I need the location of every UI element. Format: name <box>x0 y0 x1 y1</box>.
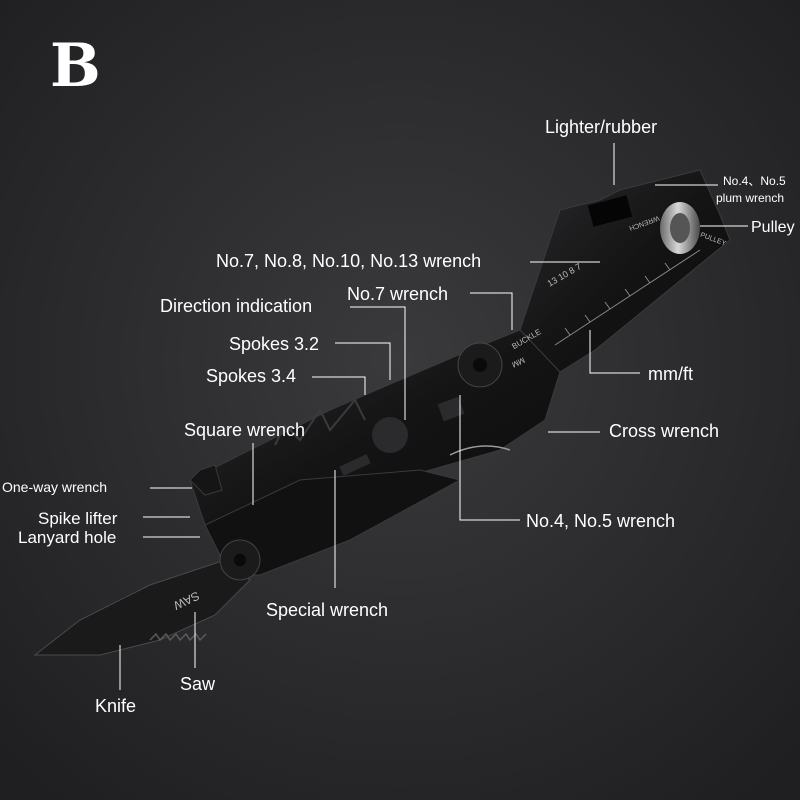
label-special-wrench: Special wrench <box>266 600 388 620</box>
callout-labels: Lighter/rubber No.4、No.5 plum wrench Pul… <box>2 117 795 716</box>
label-pulley: Pulley <box>751 219 795 236</box>
label-one-way-wrench: One-way wrench <box>2 479 107 495</box>
label-no45-wrench: No.4, No.5 wrench <box>526 511 675 531</box>
label-spokes-34: Spokes 3.4 <box>206 366 296 386</box>
label-no45-plum-line1: No.4、No.5 <box>723 174 786 188</box>
label-direction-indication: Direction indication <box>160 296 312 316</box>
multitool-body <box>33 169 731 656</box>
label-spokes-32: Spokes 3.2 <box>229 334 319 354</box>
leader-lines <box>119 143 748 690</box>
label-mm-ft: mm/ft <box>648 364 693 384</box>
label-no7-wrench: No.7 wrench <box>347 284 448 304</box>
label-lanyard-hole: Lanyard hole <box>18 528 116 547</box>
label-cross-wrench: Cross wrench <box>609 421 719 441</box>
label-no45-plum-line2: plum wrench <box>716 191 784 205</box>
label-multi-wrench: No.7, No.8, No.10, No.13 wrench <box>216 251 481 271</box>
label-saw: Saw <box>180 674 216 694</box>
label-knife: Knife <box>95 696 136 716</box>
panel-letter: B <box>50 31 101 101</box>
label-lighter-rubber: Lighter/rubber <box>545 117 657 137</box>
label-square-wrench: Square wrench <box>184 420 305 440</box>
label-spike-lifter: Spike lifter <box>38 509 118 528</box>
